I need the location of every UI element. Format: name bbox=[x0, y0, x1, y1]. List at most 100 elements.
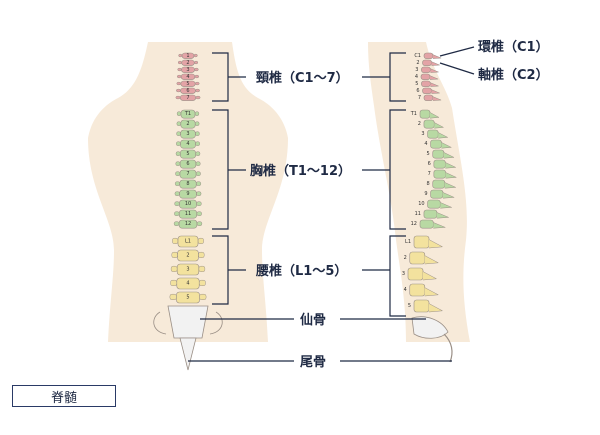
front-vertebra-process bbox=[173, 221, 180, 226]
side-vertebra-number: 12 bbox=[411, 221, 417, 227]
front-vertebra-process bbox=[195, 95, 201, 100]
front-vertebra-body bbox=[180, 149, 197, 159]
front-vertebra-number: 8 bbox=[186, 181, 189, 187]
side-vertebra-lumbar: 3 bbox=[402, 267, 438, 281]
front-vertebra-thoracic: 12 bbox=[173, 219, 203, 229]
front-vertebra-number: 7 bbox=[186, 95, 189, 101]
front-vertebra-number: 2 bbox=[186, 121, 189, 127]
front-vertebra-number: 6 bbox=[186, 88, 189, 94]
side-spinous-process bbox=[442, 192, 455, 199]
front-vertebra-thoracic: 2 bbox=[176, 119, 200, 129]
side-bracket-lumbar bbox=[362, 235, 406, 317]
side-vertebra-body bbox=[409, 283, 426, 297]
front-vertebra-process bbox=[196, 191, 202, 196]
front-vertebra-body bbox=[181, 59, 195, 66]
front-bracket-lumbar bbox=[212, 235, 246, 305]
front-vertebra-number: 12 bbox=[185, 221, 191, 227]
front-vertebra-process bbox=[194, 60, 199, 65]
side-vertebra-body bbox=[430, 189, 444, 199]
front-vertebra-process bbox=[172, 237, 179, 244]
front-vertebra-number: 2 bbox=[186, 60, 189, 66]
side-vertebra-number: 4 bbox=[424, 141, 427, 147]
front-vertebra-thoracic: 8 bbox=[174, 179, 202, 189]
side-vertebra-number: 4 bbox=[404, 287, 407, 293]
side-vertebra-number: 7 bbox=[418, 95, 421, 101]
side-vertebra-body bbox=[420, 73, 431, 80]
front-vertebra-process bbox=[195, 161, 201, 166]
front-sacrum bbox=[167, 305, 209, 339]
front-vertebra-cervical: 2 bbox=[177, 59, 199, 66]
side-vertebra-thoracic: 7 bbox=[428, 169, 458, 179]
front-vertebra-process bbox=[177, 60, 182, 65]
front-vertebra-process bbox=[174, 181, 181, 186]
front-vertebra-process bbox=[175, 95, 181, 100]
side-vertebra-number: 4 bbox=[415, 74, 418, 80]
front-vertebra-body bbox=[180, 119, 196, 129]
side-vertebra-body bbox=[423, 52, 434, 59]
side-vertebra-number: 11 bbox=[415, 211, 421, 217]
side-vertebra-thoracic: 10 bbox=[418, 199, 452, 209]
side-vertebra-body bbox=[423, 209, 438, 219]
side-vertebra-lumbar: 5 bbox=[408, 299, 444, 313]
front-vertebra-body bbox=[180, 87, 196, 94]
side-spinous-process bbox=[428, 239, 444, 249]
front-brackets bbox=[188, 52, 294, 362]
side-vertebra-number: 2 bbox=[418, 121, 421, 127]
front-vertebra-process bbox=[176, 111, 182, 116]
front-vertebra-process bbox=[169, 293, 177, 300]
front-vertebra-number: 5 bbox=[186, 295, 189, 301]
front-bracket-cervical bbox=[212, 52, 246, 102]
front-vertebra-process bbox=[176, 88, 181, 93]
side-bracket-cervical bbox=[362, 52, 406, 102]
side-spinous-process bbox=[443, 152, 455, 159]
label-coccyx: 尾骨 bbox=[300, 355, 326, 370]
front-vertebra-cervical: 3 bbox=[177, 66, 199, 73]
side-spinous-process bbox=[430, 68, 439, 73]
side-vertebra-number: 6 bbox=[416, 88, 419, 94]
front-vertebra-cervical: 1 bbox=[178, 52, 198, 59]
side-vertebra-number: 2 bbox=[416, 60, 419, 66]
label-cervical: 頸椎（C1〜7） bbox=[256, 70, 349, 86]
front-vertebra-lumbar: 4 bbox=[170, 277, 206, 290]
label-sacrum: 仙骨 bbox=[300, 312, 326, 328]
side-vertebra-thoracic: 9 bbox=[424, 189, 455, 199]
side-vertebra-cervical: 7 bbox=[418, 94, 442, 101]
front-vertebra-process bbox=[195, 88, 200, 93]
side-vertebra-body bbox=[430, 139, 442, 149]
side-vertebra-body bbox=[421, 80, 431, 87]
front-vertebra-lumbar: 5 bbox=[169, 291, 207, 304]
side-vertebra-body bbox=[413, 235, 430, 249]
side-line-axis bbox=[439, 62, 475, 75]
front-vertebra-process bbox=[195, 151, 201, 156]
side-spinous-process bbox=[433, 222, 446, 229]
side-vertebra-number: 5 bbox=[415, 81, 418, 87]
side-spinous-process bbox=[424, 255, 440, 265]
front-vertebra-number: 7 bbox=[186, 171, 189, 177]
front-vertebra-lumbar: 3 bbox=[170, 263, 206, 276]
front-vertebra-process bbox=[177, 67, 182, 72]
front-vertebra-number: T1 bbox=[184, 111, 191, 117]
label-lumbar: 腰椎（L1〜5） bbox=[255, 263, 347, 279]
front-vertebra-number: 11 bbox=[185, 211, 191, 217]
front-vertebra-number: 10 bbox=[185, 201, 191, 207]
side-vertebra-number: 7 bbox=[428, 171, 431, 177]
front-vertebra-number: 9 bbox=[186, 191, 189, 197]
front-vertebra-thoracic: 10 bbox=[174, 199, 202, 209]
front-vertebra-thoracic: T1 bbox=[176, 109, 200, 119]
front-vertebra-process bbox=[176, 74, 182, 79]
front-vertebra-cervical: 4 bbox=[176, 73, 200, 80]
front-vertebra-process bbox=[194, 121, 200, 126]
side-spinous-process bbox=[428, 303, 444, 313]
front-vertebra-process bbox=[176, 81, 182, 86]
side-vertebra-number: C1 bbox=[414, 53, 421, 59]
front-vertebra-number: 1 bbox=[186, 53, 189, 59]
front-vertebra-process bbox=[195, 141, 200, 146]
side-vertebra-body bbox=[422, 59, 432, 66]
front-vertebra-number: 2 bbox=[186, 253, 189, 259]
side-vertebra-cervical: 5 bbox=[415, 80, 439, 87]
side-vertebra-thoracic: 12 bbox=[411, 219, 446, 229]
side-vertebra-lumbar: L1 bbox=[405, 235, 444, 249]
